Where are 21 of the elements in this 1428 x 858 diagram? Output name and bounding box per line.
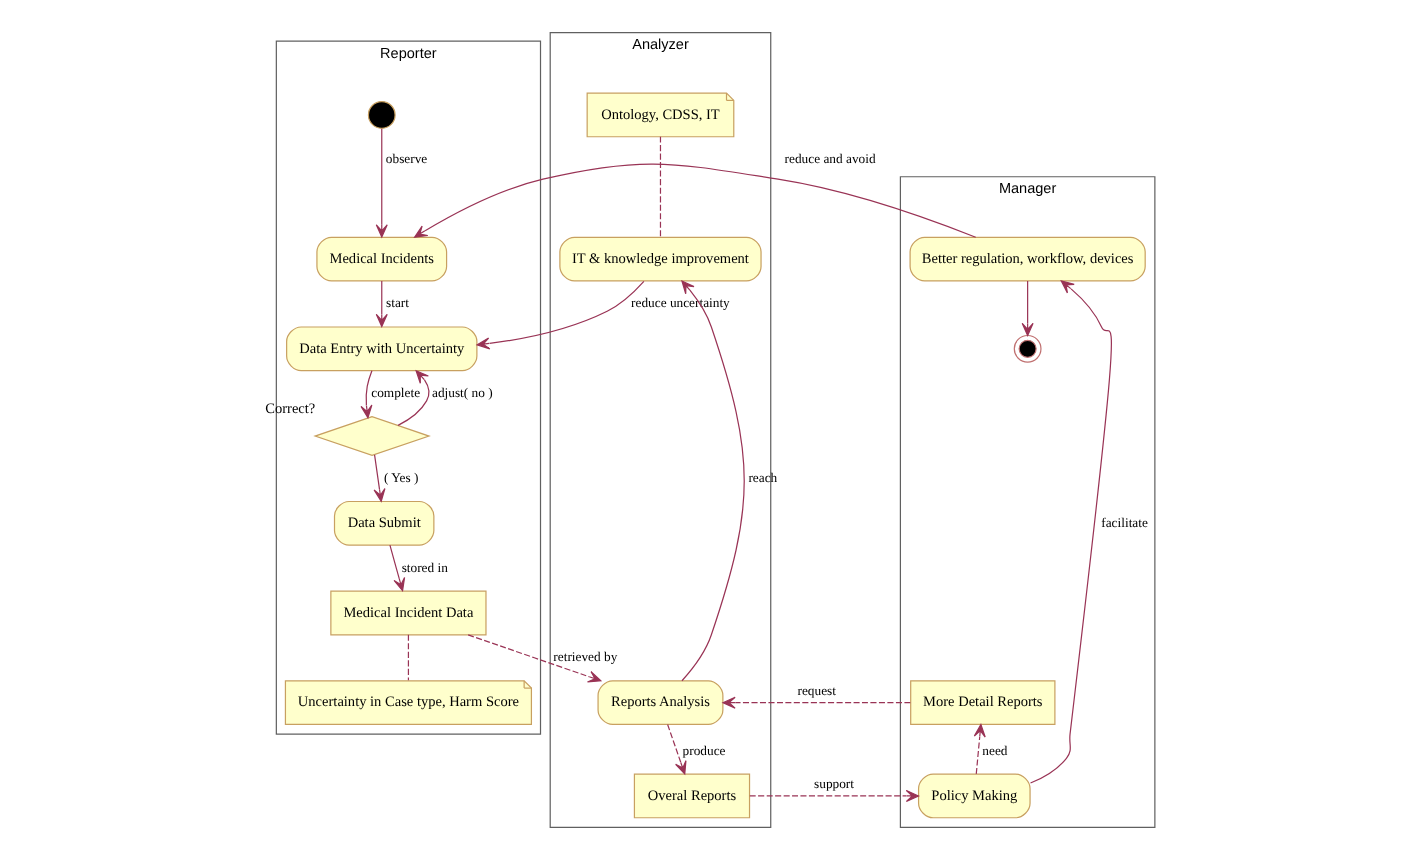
arrow (748, 788, 919, 801)
arrow (1020, 279, 1033, 335)
connector (406, 633, 409, 680)
arrow (359, 369, 372, 418)
arrow (372, 453, 385, 501)
connector (658, 135, 661, 237)
arrow (374, 127, 387, 237)
arrow (972, 722, 985, 774)
arrow (466, 633, 601, 682)
arrow (666, 722, 686, 774)
arrow (413, 162, 976, 237)
arrow (1028, 279, 1111, 783)
arrow (721, 695, 910, 708)
node-circle (1012, 333, 1041, 362)
node-diamond (312, 415, 430, 456)
arrow (374, 279, 387, 327)
arrow (388, 543, 405, 591)
arrow (680, 279, 744, 681)
node-circle (366, 100, 395, 128)
arrow (475, 279, 644, 349)
arrow (396, 369, 429, 425)
